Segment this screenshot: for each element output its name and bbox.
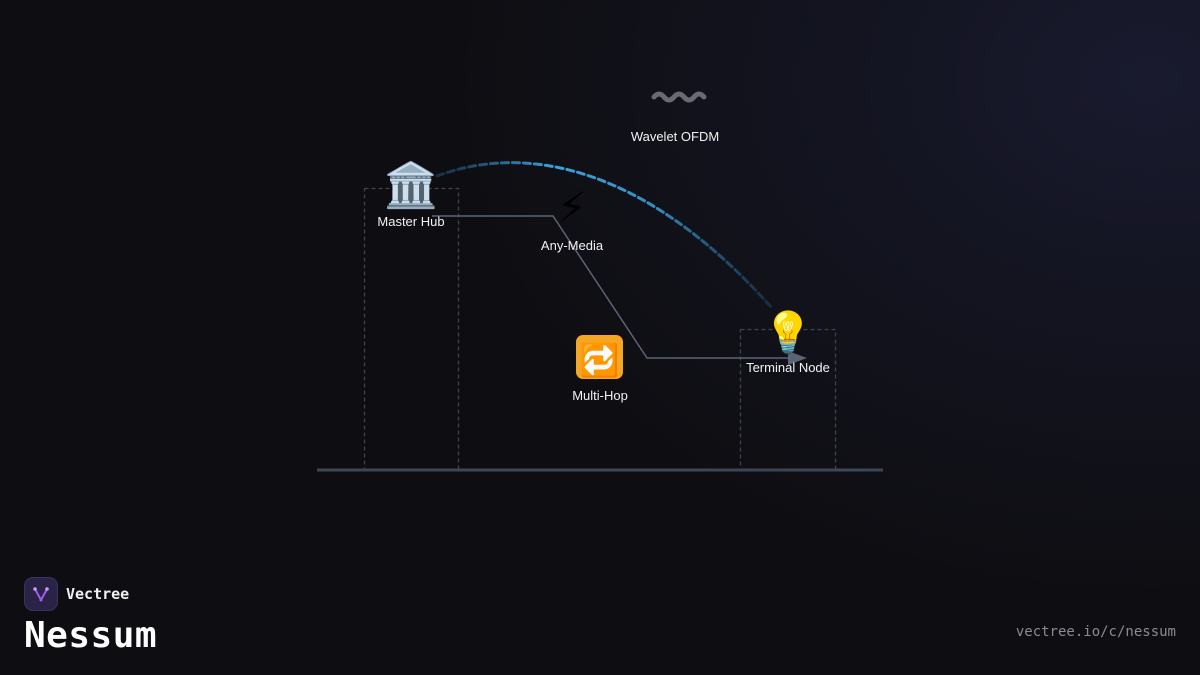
node-multi-hop: 🔁 Multi-Hop [572,335,628,403]
node-wavelet-ofdm: Wavelet OFDM [631,91,719,144]
node-any-media: ⚡ Any-Media [541,183,604,253]
wavy-line-icon [651,91,707,103]
light-bulb-icon: 💡 [763,309,813,356]
node-label-master-hub: Master Hub [377,214,444,229]
wired-path-line [432,215,795,359]
brand-block: Vectree Nessum [24,577,157,656]
footer-url: vectree.io/c/nessum [1015,624,1176,640]
repeat-arrows-icon [576,335,623,379]
classical-building-icon: 🏛️ [384,160,439,211]
lightning-bolt-icon: ⚡ [557,183,587,232]
node-label-any-media: Any-Media [541,238,604,253]
brand-row: Vectree [24,577,157,611]
node-terminal-node: 💡 Terminal Node [746,309,830,375]
wireless-arc [435,161,774,310]
product-title: Nessum [24,615,158,656]
terminal-node-tower [739,328,837,472]
vectree-logo-mark [33,587,49,602]
repeat-arrows-glyph: 🔁 [580,341,620,379]
node-master-hub: 🏛️ Master Hub [377,160,444,229]
node-label-terminal-node: Terminal Node [746,360,830,375]
vectree-logo-icon [24,577,58,611]
node-label-wavelet-ofdm: Wavelet OFDM [631,129,719,144]
path-arrowhead [788,351,807,365]
master-hub-tower [363,187,460,472]
node-label-multi-hop: Multi-Hop [572,388,628,403]
brand-name: Vectree [66,585,130,603]
